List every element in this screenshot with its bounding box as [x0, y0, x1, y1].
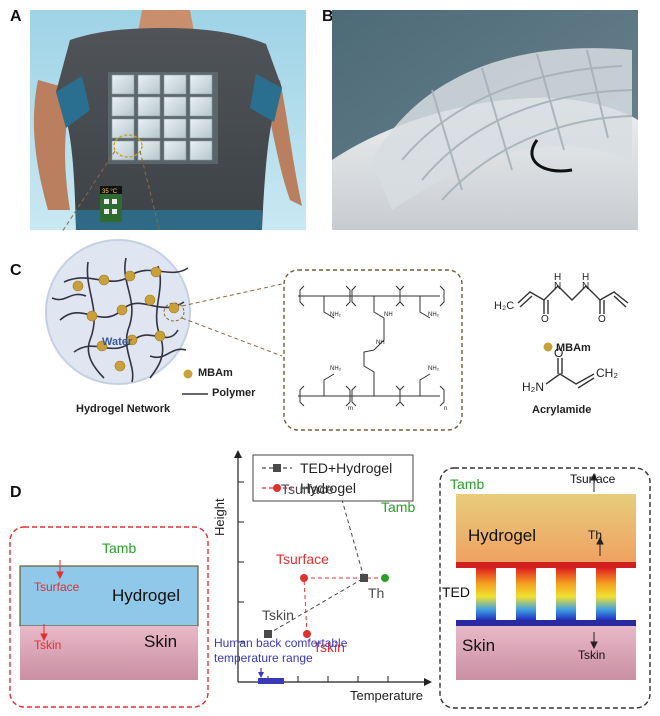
hydrogel-cell: [137, 140, 161, 161]
chem-n-2: N: [582, 281, 590, 292]
zoom-line-left: [61, 150, 116, 233]
right-skin-layer: [456, 626, 636, 680]
left-hydrogel-label: Hydrogel: [112, 586, 181, 605]
zoom-circle: [113, 134, 143, 158]
chem-mbam-label: MBAm: [556, 342, 591, 354]
panel-letter-d: D: [10, 484, 22, 501]
nh2-label-2: NH₂: [428, 312, 439, 318]
water-label: Water: [102, 336, 133, 348]
hydrogel-network-title: Hydrogel Network: [76, 403, 171, 415]
left-tsurface: Tsurface: [34, 580, 80, 594]
hydrogel-cell: [111, 118, 135, 139]
panel-b-image: [332, 10, 638, 230]
subscript-n: n: [444, 406, 448, 412]
hydrogel-cell: [137, 96, 161, 117]
right-th: Th: [588, 528, 603, 542]
point-label: Tamb: [381, 499, 415, 515]
chem-n-1: N: [554, 281, 562, 292]
mbam-molecule: [517, 285, 629, 314]
chem-o-2: O: [598, 314, 606, 325]
nh2-label-4: NH₂: [428, 366, 439, 372]
comfort-range-bar: [258, 678, 284, 684]
hydrogel-cell: [163, 118, 187, 139]
data-point-circle: [300, 574, 308, 582]
right-hydrogel-label: Hydrogel: [468, 526, 537, 545]
left-tskin: Tskin: [34, 638, 62, 652]
point-label: Tskin: [262, 607, 294, 623]
hydrogel-cell: [111, 74, 135, 95]
zoom-circle-chem: [163, 302, 185, 322]
panel-letter-c: C: [10, 262, 22, 279]
hydrogel-cell: [163, 74, 187, 95]
left-skin-layer: [20, 626, 198, 680]
nh-label-1: NH: [384, 312, 393, 318]
chem-o-1: O: [541, 314, 549, 325]
nh-label-2: NH: [376, 340, 385, 346]
hydrogel-cell: [189, 74, 213, 95]
point-label: Th: [368, 585, 384, 601]
left-skin-label: Skin: [144, 632, 178, 651]
hydrogel-cell: [111, 96, 135, 117]
legend-label-hydrogel: Hydrogel: [300, 480, 356, 496]
comfort-note-line2: temperature range: [214, 651, 313, 665]
nh2-label-3: NH₂: [330, 366, 341, 372]
point-label: Tsurface: [276, 551, 329, 567]
chem-h2c: H₂C: [494, 300, 515, 312]
left-hydrogel-layer: [19, 565, 199, 627]
legend-marker-hydrogel: [273, 484, 281, 492]
chem-acrylamide-label: Acrylamide: [532, 404, 592, 416]
hydrogel-photo: [332, 10, 638, 230]
chem-o-3: O: [554, 346, 564, 360]
x-axis-label: Temperature: [350, 688, 423, 703]
chem-h-1: H: [554, 272, 562, 283]
legend-mbam-label: MBAm: [198, 367, 233, 379]
hydrogel-cell: [189, 140, 213, 161]
legend-label-ted: TED+Hydrogel: [300, 460, 392, 476]
display-temperature: 35 °C: [102, 189, 118, 195]
panel-letter-a: A: [10, 8, 22, 25]
data-point-square: [360, 574, 368, 582]
point-label: Tsurface: [281, 481, 334, 497]
panel-letter-b: B: [322, 8, 334, 25]
right-tskin: Tskin: [578, 648, 606, 662]
back-illustration: 35 °C: [30, 10, 306, 230]
legend-marker-ted: [273, 464, 281, 472]
legend-mbam-marker: [183, 369, 193, 379]
hydrogel-cell: [137, 118, 161, 139]
height-temperature-chart: TED+Hydrogel Hydrogel Height Temperature…: [212, 450, 432, 703]
hydrogel-cell: [137, 74, 161, 95]
ted-pillars: [476, 568, 616, 620]
right-skin-label: Skin: [462, 636, 496, 655]
left-tamb: Tamb: [102, 540, 137, 556]
chart-legend: [252, 454, 414, 502]
point-label: Tskin: [313, 639, 345, 655]
polymer-structure: [298, 285, 445, 407]
subscript-m: m: [348, 406, 353, 412]
comfort-note-line1: Human back comfortable: [214, 636, 348, 650]
panel-a-image: 35 °C: [30, 10, 306, 230]
mbam-marker: [543, 342, 553, 352]
right-tsurface: Tsurface: [570, 472, 616, 486]
hydrogel-cell: [163, 96, 187, 117]
right-ted-label: TED: [442, 584, 470, 600]
chem-h-2: H: [582, 272, 590, 283]
acrylamide-molecule: [545, 358, 595, 389]
chem-h2n: H₂N: [522, 380, 544, 394]
hydrogel-cell: [111, 140, 135, 161]
hydrogel-cell: [163, 140, 187, 161]
mbam-crosslinks: [72, 266, 180, 372]
y-axis-label: Height: [212, 498, 227, 536]
data-point-circle: [381, 574, 389, 582]
data-point-circle: [303, 630, 311, 638]
legend-polymer-label: Polymer: [212, 387, 256, 399]
right-tamb: Tamb: [450, 476, 485, 492]
chem-ch2: CH₂: [596, 366, 618, 380]
right-hydrogel-layer: [456, 494, 636, 564]
nh2-label-1: NH₂: [330, 312, 341, 318]
hydrogel-cell: [189, 96, 213, 117]
hydrogel-cell: [189, 118, 213, 139]
data-point-square: [264, 630, 272, 638]
